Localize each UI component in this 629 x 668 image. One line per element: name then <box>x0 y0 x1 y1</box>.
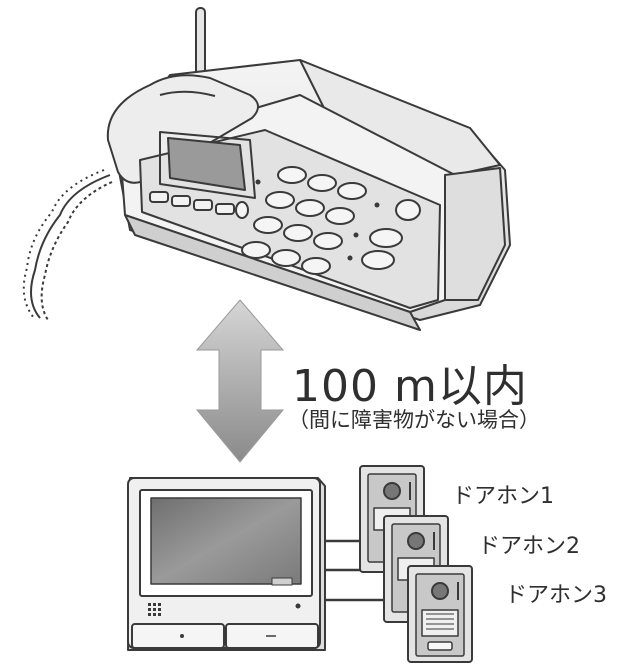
doorphone-3-label: ドアホン3 <box>505 583 607 608</box>
doorphone-1-label: ドアホン1 <box>452 484 554 509</box>
fax-phone-icon <box>22 7 511 331</box>
condition-label: （間に障害物がない場合） <box>288 408 540 432</box>
doorphone-icon <box>359 465 473 663</box>
monitor-icon <box>127 477 326 651</box>
double-arrow-icon <box>195 299 285 463</box>
doorphone-2-label: ドアホン2 <box>478 534 580 559</box>
distance-label: 100 m以内 <box>292 361 528 412</box>
